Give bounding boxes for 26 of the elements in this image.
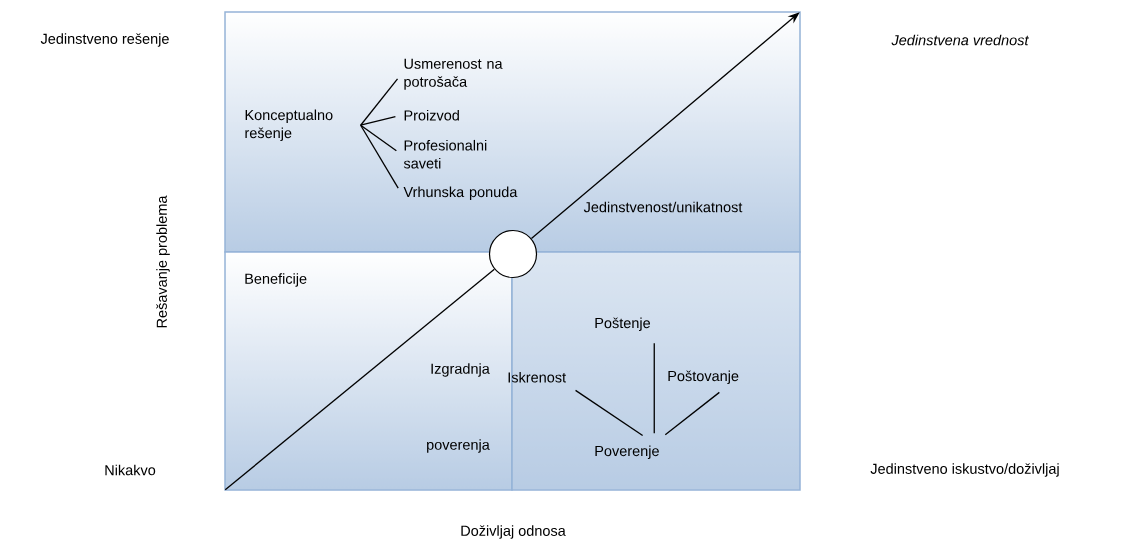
item-text: Profesionalni saveti — [403, 139, 487, 169]
axis-label: Rešavanje problema — [156, 195, 170, 328]
axis-label: Jedinstveno rešenje — [40, 33, 169, 47]
connector-line — [360, 78, 399, 126]
axis-label: Jedinstveno iskustvo/doživljaj — [870, 463, 1059, 477]
connector-line — [360, 124, 399, 189]
panel-text: Izgradnja poverenja — [427, 363, 490, 453]
panel-heading: Beneficije — [245, 273, 307, 287]
value-text: Poverenje — [595, 445, 659, 459]
item-text: Usmerenost na potrošača — [404, 58, 503, 90]
connector-line — [653, 342, 655, 434]
axis-label: Nikakvo — [105, 464, 156, 476]
item-text: Proizvod — [404, 109, 459, 121]
connector-line — [664, 391, 720, 436]
connector-line — [574, 389, 644, 437]
value-text: Poštenje — [595, 317, 651, 331]
connector-line — [360, 116, 397, 126]
concept-text: Konceptualno rešenje — [245, 109, 333, 141]
value-text: Poštovanje — [668, 370, 739, 384]
connector-line — [360, 124, 397, 152]
item-text: Vrhunska ponuda — [403, 186, 518, 200]
axis-label: Jedinstvenost/unikatnost — [583, 201, 743, 213]
value-text: Iskrenost — [508, 371, 566, 383]
circle — [488, 229, 538, 279]
axis-label: Jedinstvena vrednost — [891, 34, 1029, 46]
axis-label: Doživljaj odnosa — [461, 525, 566, 539]
